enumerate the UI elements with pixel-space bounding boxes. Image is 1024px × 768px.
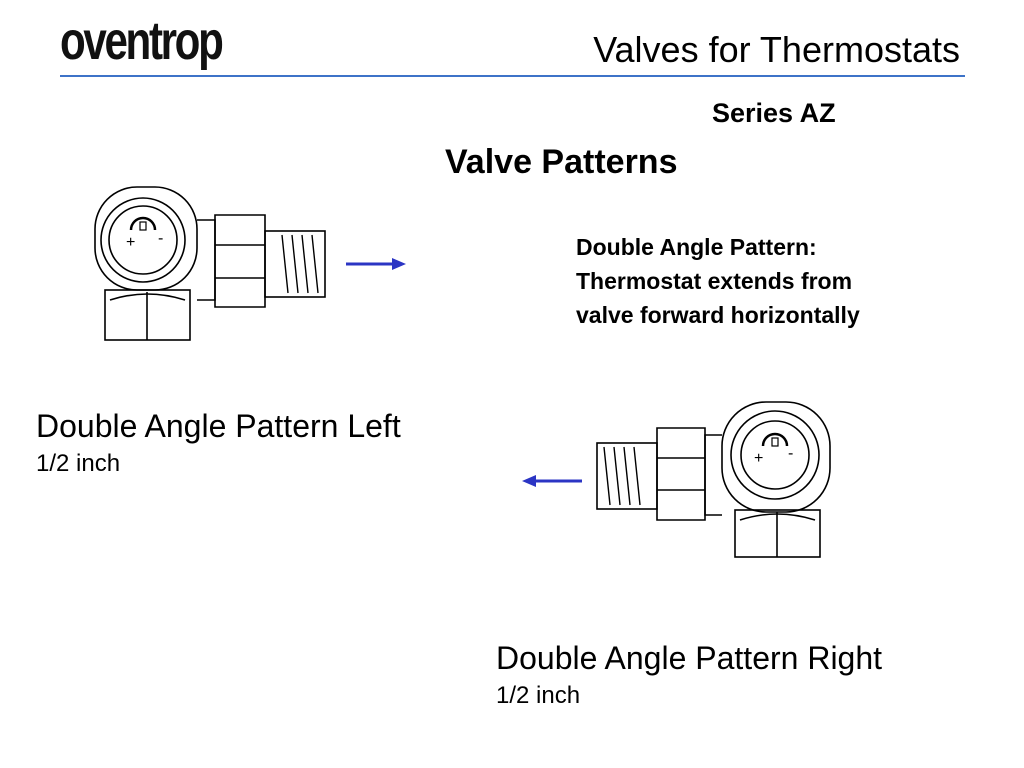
valve-right-size: 1/2 inch: [496, 682, 581, 709]
pattern-description: Double Angle Pattern: Thermostat extends…: [576, 230, 860, 332]
direction-arrow-right-valve: [522, 475, 582, 487]
valve-right-name: Double Angle Pattern Right: [496, 640, 883, 676]
valve-right-caption: Double Angle Pattern Right 1/2 inch: [496, 642, 882, 708]
header-divider: [60, 75, 965, 77]
valve-left-name: Double Angle Pattern Left: [36, 408, 401, 444]
section-heading: Valve Patterns: [445, 143, 678, 181]
dial-plus-right: +: [754, 450, 763, 467]
dial-minus-left: -: [158, 230, 163, 247]
series-label: Series AZ: [712, 98, 836, 128]
page-title: Valves for Thermostats: [593, 29, 960, 70]
valve-left-size: 1/2 inch: [36, 450, 121, 477]
direction-arrow-left-valve: [346, 258, 406, 270]
description-line: Double Angle Pattern:: [576, 234, 817, 260]
dial-minus-right: -: [788, 445, 793, 462]
valve-right-drawing: + -: [596, 401, 831, 558]
description-line: Thermostat extends from: [576, 268, 853, 294]
valve-left-drawing: + -: [94, 186, 326, 341]
oventrop-logo: oventrop: [60, 11, 224, 71]
valve-left-caption: Double Angle Pattern Left 1/2 inch: [36, 410, 401, 476]
dial-plus-left: +: [126, 234, 135, 251]
description-line: valve forward horizontally: [576, 302, 860, 328]
